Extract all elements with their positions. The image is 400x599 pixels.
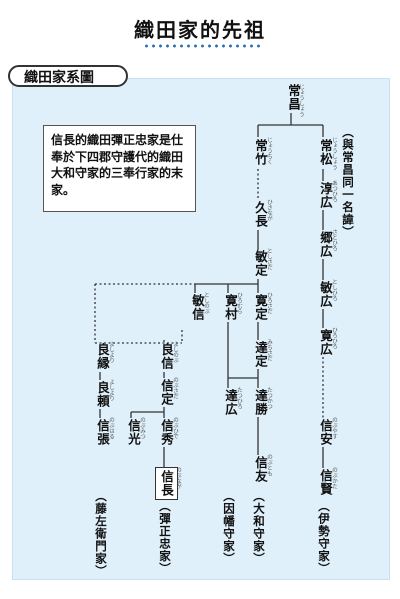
ruby-tsunetake: じょうちく bbox=[266, 137, 272, 165]
ruby-toshisada: としさだ bbox=[266, 248, 272, 270]
node-michihiro: 達広 bbox=[223, 389, 238, 416]
ruby-yoshiyori: よしより bbox=[108, 341, 114, 363]
node-tsunematsu: 常松 bbox=[318, 139, 333, 166]
ruby-hirohiro: ひろひろ bbox=[331, 327, 337, 349]
ruby-nobutomo: のぶとも bbox=[266, 454, 272, 476]
node-toshinobu: 敏信 bbox=[190, 294, 205, 321]
ruby-michihiro: たつひろ bbox=[236, 387, 242, 409]
node-yoshiyori2: 良頼 bbox=[95, 381, 110, 408]
node-michisada: 達定 bbox=[253, 341, 268, 368]
ruby-toshihiro: としひろ bbox=[331, 279, 337, 301]
node-hirohiro: 寛広 bbox=[318, 329, 333, 356]
ruby-nobunaga: のぶなが bbox=[175, 467, 181, 489]
node-toshisada: 敏定 bbox=[253, 250, 268, 277]
node-nobumitsu: 信光 bbox=[126, 419, 141, 446]
page-title: 織田家的先祖 bbox=[134, 18, 266, 42]
node-toshihiro: 敏広 bbox=[318, 281, 333, 308]
ruby-hisanaga: ひさなが bbox=[266, 199, 272, 221]
ruby-nobusada: のぶさだ bbox=[172, 377, 178, 399]
node-nobunaga: 信長 bbox=[155, 467, 178, 500]
ruby-michisada: みちさだ bbox=[266, 339, 272, 361]
node-nobuyasu: 信安 bbox=[318, 419, 333, 446]
note-danjonochu: （彈正忠家） bbox=[158, 500, 172, 575]
ruby-satohiro: さとひろ bbox=[331, 229, 337, 251]
ruby-toshinobu: としのぶ bbox=[203, 292, 209, 314]
ruby-nobuyasu: のぶやす bbox=[331, 417, 337, 439]
node-nobusada: 信定 bbox=[159, 379, 174, 406]
node-nobukata: 信賢 bbox=[318, 469, 333, 496]
ruby-nobuhari: のぶはる bbox=[108, 417, 114, 439]
ruby-hirosada: ひろさだ bbox=[266, 292, 272, 314]
node-atsuhiro: 淳広 bbox=[318, 182, 333, 209]
ruby-michikatsu: たつかつ bbox=[266, 387, 272, 409]
ruby-yoshinobu: よしのぶ bbox=[172, 341, 178, 363]
node-tsunetake: 常竹 bbox=[253, 139, 268, 166]
node-nobutomo: 信友 bbox=[253, 456, 268, 483]
title-underline-dots bbox=[143, 44, 261, 48]
node-hirosada: 寛定 bbox=[253, 294, 268, 321]
note-yamatonokami: （大和守家） bbox=[252, 490, 266, 565]
ruby-tsuneaki: じょうしょう bbox=[298, 84, 304, 117]
note-isenokami: （伊勢守家） bbox=[317, 500, 331, 575]
explanatory-note: 信長的織田彈正忠家是仕奉於下四郡守護代的織田大和守家的三奉行家的末家。 bbox=[43, 125, 196, 212]
note-tozaemon: （藤左衛門家） bbox=[94, 490, 108, 578]
node-hiromura: 寛村 bbox=[223, 294, 238, 321]
note-inabanokami: （因幡守家） bbox=[222, 490, 236, 565]
node-yoshinobu: 良信 bbox=[159, 343, 174, 370]
section-label: 織田家系圖 bbox=[8, 65, 128, 87]
ruby-atsuhiro: あつひろ bbox=[331, 180, 337, 202]
node-satohiro: 郷広 bbox=[318, 231, 333, 258]
ruby-tsunematsu: じょうしょう bbox=[331, 137, 337, 170]
note-tsunematsu: （與常昌同一名諱） bbox=[341, 126, 355, 239]
node-nobuhide: 信秀 bbox=[159, 419, 174, 446]
ruby-yoshiyori2: よしより bbox=[108, 379, 114, 401]
node-tsuneaki: 常昌 bbox=[286, 84, 301, 111]
node-hisanaga: 久長 bbox=[253, 201, 268, 228]
node-michikatsu: 達勝 bbox=[253, 389, 268, 416]
node-yoshiyori: 良縁 bbox=[95, 343, 110, 370]
ruby-nobuhide: のぶひで bbox=[172, 417, 178, 439]
ruby-hiromura: ひろむら bbox=[236, 292, 242, 314]
ruby-nobumitsu: のぶみつ bbox=[139, 417, 145, 439]
ruby-nobukata: のぶかた bbox=[331, 467, 337, 489]
node-nobuhari: 信張 bbox=[95, 419, 110, 446]
